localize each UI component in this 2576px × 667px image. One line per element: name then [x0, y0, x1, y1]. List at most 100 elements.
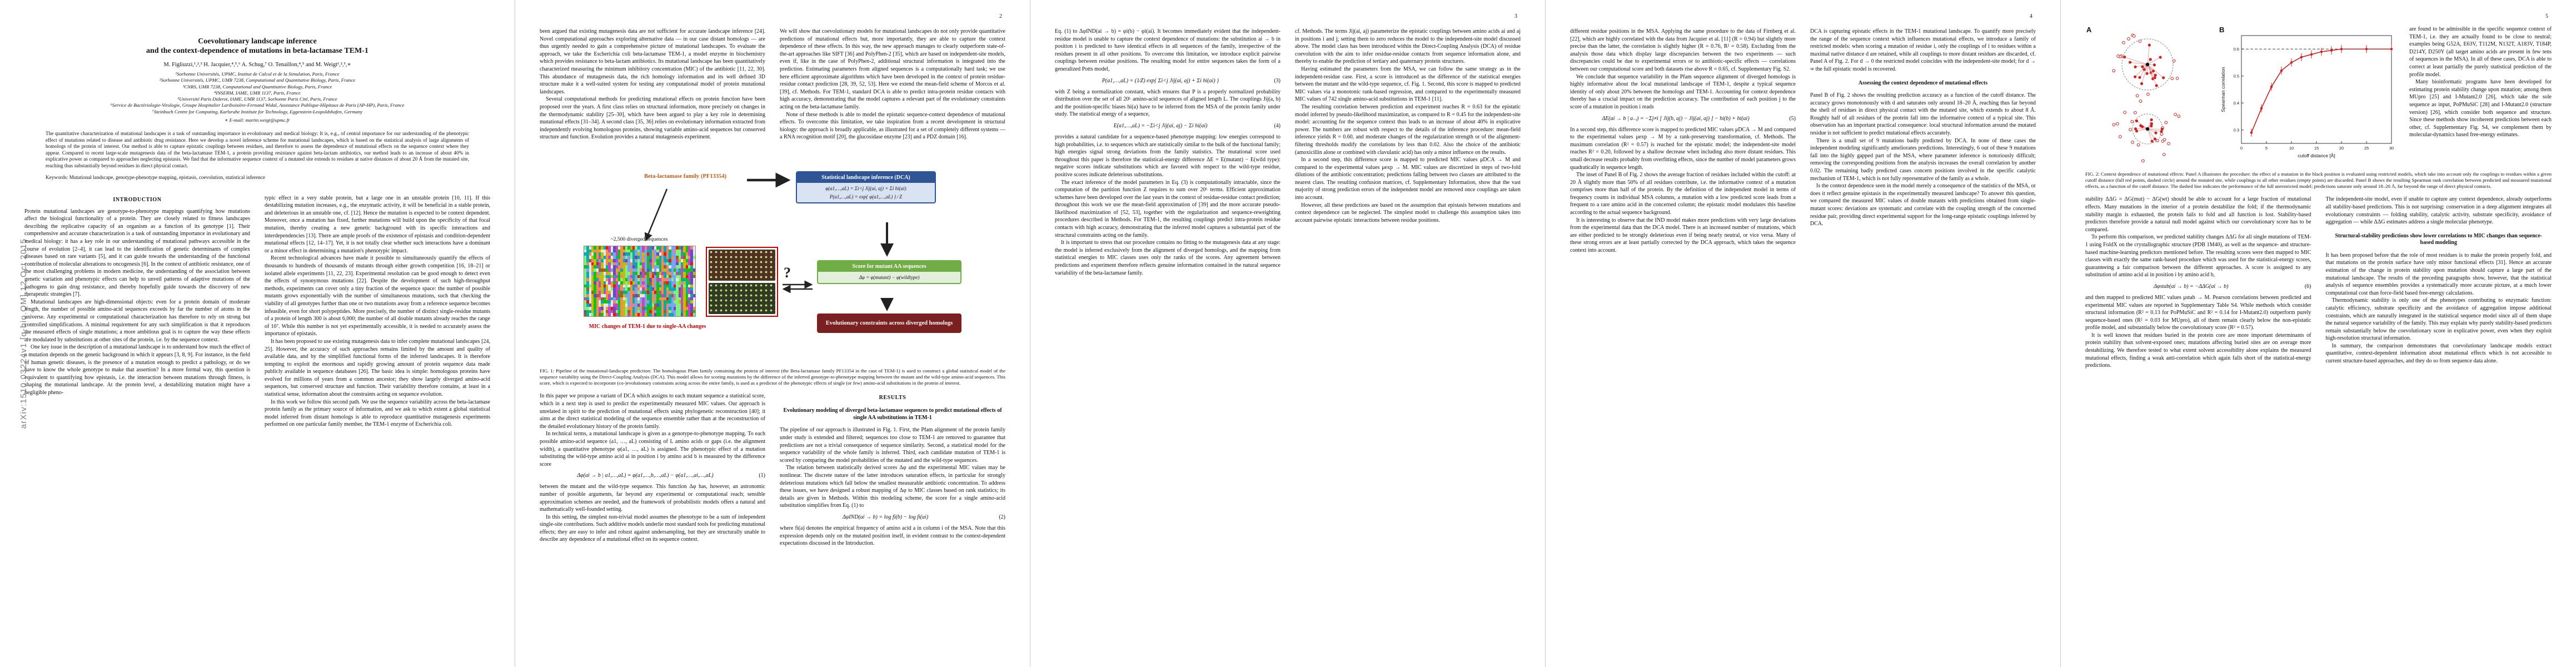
- msa-cell: [608, 265, 611, 269]
- msa-cell: [635, 265, 637, 269]
- msa-cell: [639, 310, 642, 313]
- msa-cell: [625, 275, 628, 278]
- msa-cell: [664, 297, 666, 301]
- msa-cell: [606, 287, 609, 291]
- msa-cell: [599, 278, 601, 281]
- msa-cell: [683, 278, 686, 281]
- msa-cell: [622, 262, 625, 266]
- msa-cell: [635, 287, 637, 291]
- paragraph: The relation between statistically deriv…: [780, 465, 1005, 509]
- affiliation: ³CNRS, UMR 7238, Computational and Quant…: [182, 83, 332, 89]
- msa-cell: [610, 281, 614, 285]
- msa-cell: [690, 297, 693, 301]
- msa-cell: [678, 249, 681, 253]
- msa-cell: [630, 258, 632, 262]
- msa-cell: [617, 271, 621, 275]
- msa-cell: [669, 258, 671, 262]
- msa-cell: [615, 249, 618, 253]
- msa-cell: [584, 258, 587, 262]
- msa-cell: [659, 258, 662, 262]
- msa-cell: [671, 281, 674, 285]
- msa-cell: [601, 252, 604, 256]
- msa-cell: [606, 268, 609, 272]
- msa-cell: [608, 291, 611, 294]
- page-number: 2: [999, 13, 1002, 19]
- msa-cell: [642, 258, 645, 262]
- msa-cell: [680, 256, 684, 259]
- msa-cell: [601, 265, 604, 269]
- msa-cell: [594, 287, 596, 291]
- msa-cell: [632, 291, 635, 294]
- msa-cell: [615, 268, 618, 272]
- figure1-mic-label: MIC changes of TEM-1 due to single-AA ch…: [589, 323, 706, 330]
- msa-cell: [651, 291, 655, 294]
- msa-cell: [671, 271, 674, 275]
- msa-cell: [680, 265, 684, 269]
- msa-cell: [656, 284, 659, 288]
- msa-cell: [644, 287, 647, 291]
- msa-cell: [606, 258, 609, 262]
- msa-cell: [656, 310, 659, 313]
- msa-cell: [661, 256, 664, 259]
- msa-cell: [659, 303, 662, 307]
- msa-cell: [669, 313, 671, 316]
- msa-cell: [630, 271, 632, 275]
- msa-cell: [591, 252, 594, 256]
- msa-cell: [649, 293, 652, 297]
- msa-cell: [601, 262, 604, 266]
- msa-cell: [676, 287, 679, 291]
- msa-cell: [610, 300, 614, 304]
- msa-cell: [676, 293, 679, 297]
- msa-cell: [676, 271, 679, 275]
- msa-cell: [632, 249, 635, 253]
- msa-cell: [647, 258, 650, 262]
- msa-cell: [666, 300, 669, 304]
- msa-cell: [606, 256, 609, 259]
- msa-cell: [635, 256, 637, 259]
- msa-cell: [620, 265, 623, 269]
- msa-cell: [664, 249, 666, 253]
- msa-cell: [654, 256, 657, 259]
- msa-cell: [603, 246, 606, 250]
- msa-cell: [642, 303, 645, 307]
- msa-cell: [608, 281, 611, 285]
- msa-cell: [687, 281, 691, 285]
- msa-cell: [690, 265, 693, 269]
- msa-cell: [664, 275, 666, 278]
- msa-cell: [630, 281, 632, 285]
- msa-cell: [632, 246, 635, 250]
- msa-cell: [676, 297, 679, 301]
- msa-cell: [669, 284, 671, 288]
- msa-cell: [666, 281, 669, 285]
- msa-cell: [656, 249, 659, 253]
- msa-cell: [620, 284, 623, 288]
- paragraph: We will show that coevolutionary models …: [780, 28, 1005, 110]
- msa-cell: [678, 287, 681, 291]
- msa-cell: [620, 300, 623, 304]
- msa-cell: [615, 265, 618, 269]
- msa-cell: [632, 271, 635, 275]
- msa-cell: [599, 310, 601, 313]
- msa-cell: [610, 278, 614, 281]
- msa-cell: [669, 268, 671, 272]
- msa-cell: [656, 258, 659, 262]
- msa-cell: [584, 278, 587, 281]
- msa-cell: [690, 313, 693, 316]
- msa-cell: [591, 262, 594, 266]
- msa-cell: [642, 291, 645, 294]
- msa-cell: [642, 275, 645, 278]
- msa-cell: [625, 278, 628, 281]
- msa-cell: [680, 275, 684, 278]
- msa-cell: [599, 256, 601, 259]
- msa-cell: [591, 256, 594, 259]
- msa-cell: [622, 313, 625, 316]
- msa-cell: [630, 268, 632, 272]
- figure-1: Beta-lactamase family (PF13354) Statisti…: [584, 171, 961, 362]
- msa-cell: [620, 252, 623, 256]
- data-point: [2330, 49, 2333, 52]
- msa-cell: [591, 293, 594, 297]
- msa-cell: [683, 303, 686, 307]
- msa-cell: [676, 303, 679, 307]
- msa-cell: [687, 256, 691, 259]
